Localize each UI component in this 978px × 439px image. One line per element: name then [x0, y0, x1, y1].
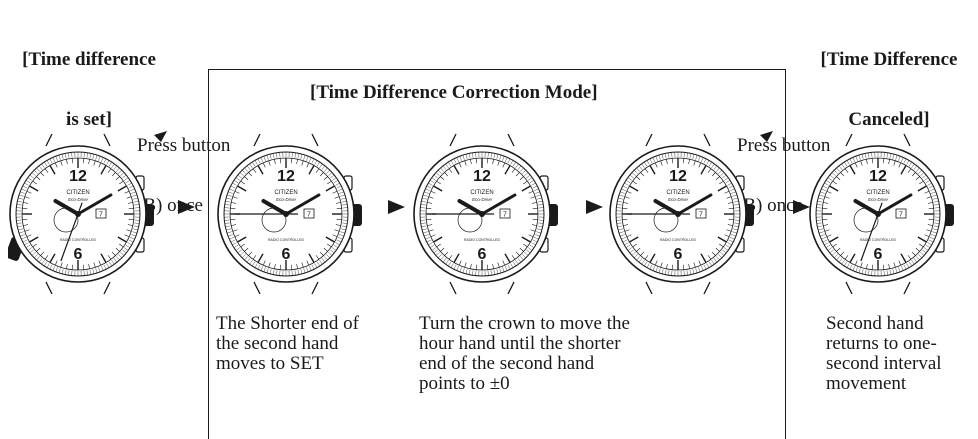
- numeral-12: 12: [69, 168, 87, 185]
- brand-text: CITIZEN: [866, 190, 889, 196]
- brand-text: CITIZEN: [470, 190, 493, 196]
- watch-lug: [312, 282, 318, 294]
- watch-lug: [508, 134, 514, 146]
- brand-text: CITIZEN: [66, 190, 89, 196]
- numeral-12: 12: [277, 168, 295, 185]
- radio-controlled-text: RADIO CONTROLLED: [60, 238, 96, 242]
- flow-arrow-1: [178, 200, 195, 214]
- date-text: 7: [503, 212, 507, 219]
- numeral-6: 6: [874, 246, 883, 263]
- numeral-6: 6: [478, 246, 487, 263]
- watch-lug: [46, 134, 52, 146]
- sub-brand-text: Eco-Drive: [868, 197, 888, 202]
- date-text: 7: [699, 212, 703, 219]
- sub-brand-text: Eco-Drive: [472, 197, 492, 202]
- brand-text: CITIZEN: [666, 190, 689, 196]
- flow-arrow-4: [793, 200, 810, 214]
- hand-pivot: [675, 211, 681, 217]
- caption-step-2: Turn the crown to move the hour hand unt…: [419, 314, 630, 394]
- date-text: 7: [899, 212, 903, 219]
- watch-lug: [450, 134, 456, 146]
- sub-brand-text: Eco-Drive: [276, 197, 296, 202]
- button-press-arrow-right: [758, 130, 774, 144]
- watch-lug: [254, 282, 260, 294]
- watch-lug: [704, 282, 710, 294]
- watch-lug: [508, 282, 514, 294]
- radio-controlled-text: RADIO CONTROLLED: [660, 238, 696, 242]
- date-text: 7: [99, 212, 103, 219]
- watch-lug: [846, 282, 852, 294]
- watch-lug: [904, 134, 910, 146]
- radio-controlled-text: RADIO CONTROLLED: [860, 238, 896, 242]
- watch-lug: [254, 134, 260, 146]
- numeral-12: 12: [669, 168, 687, 185]
- caption-step-1: The Shorter end of the second hand moves…: [216, 314, 359, 374]
- brand-text: CITIZEN: [274, 190, 297, 196]
- sub-brand-text: Eco-Drive: [668, 197, 688, 202]
- watch-lug: [646, 282, 652, 294]
- watch-lug: [846, 134, 852, 146]
- hand-pivot: [75, 211, 81, 217]
- watch-lug: [104, 282, 110, 294]
- watch-lug: [104, 134, 110, 146]
- numeral-6: 6: [282, 246, 291, 263]
- watch-lug: [312, 134, 318, 146]
- hand-pivot: [875, 211, 881, 217]
- watch-lug: [904, 282, 910, 294]
- watch-lug: [450, 282, 456, 294]
- numeral-6: 6: [674, 246, 683, 263]
- date-text: 7: [307, 212, 311, 219]
- caption-step-3: Second hand returns to one- second inter…: [826, 314, 942, 394]
- hand-pivot: [283, 211, 289, 217]
- flow-arrow-2: [388, 200, 405, 214]
- flow-arrow-3: [586, 200, 603, 214]
- sub-brand-text: Eco-Drive: [68, 197, 88, 202]
- correction-mode-title: [Time Difference Correction Mode]: [310, 82, 598, 104]
- left-state-line-1: [Time difference: [4, 50, 174, 70]
- numeral-12: 12: [473, 168, 491, 185]
- numeral-6: 6: [74, 246, 83, 263]
- watch-lug: [46, 282, 52, 294]
- watch-lug: [646, 134, 652, 146]
- watch-lug: [704, 134, 710, 146]
- hand-pivot: [479, 211, 485, 217]
- radio-controlled-text: RADIO CONTROLLED: [464, 238, 500, 242]
- right-state-line-1: [Time Difference: [800, 50, 978, 70]
- radio-controlled-text: RADIO CONTROLLED: [268, 238, 304, 242]
- numeral-12: 12: [869, 168, 887, 185]
